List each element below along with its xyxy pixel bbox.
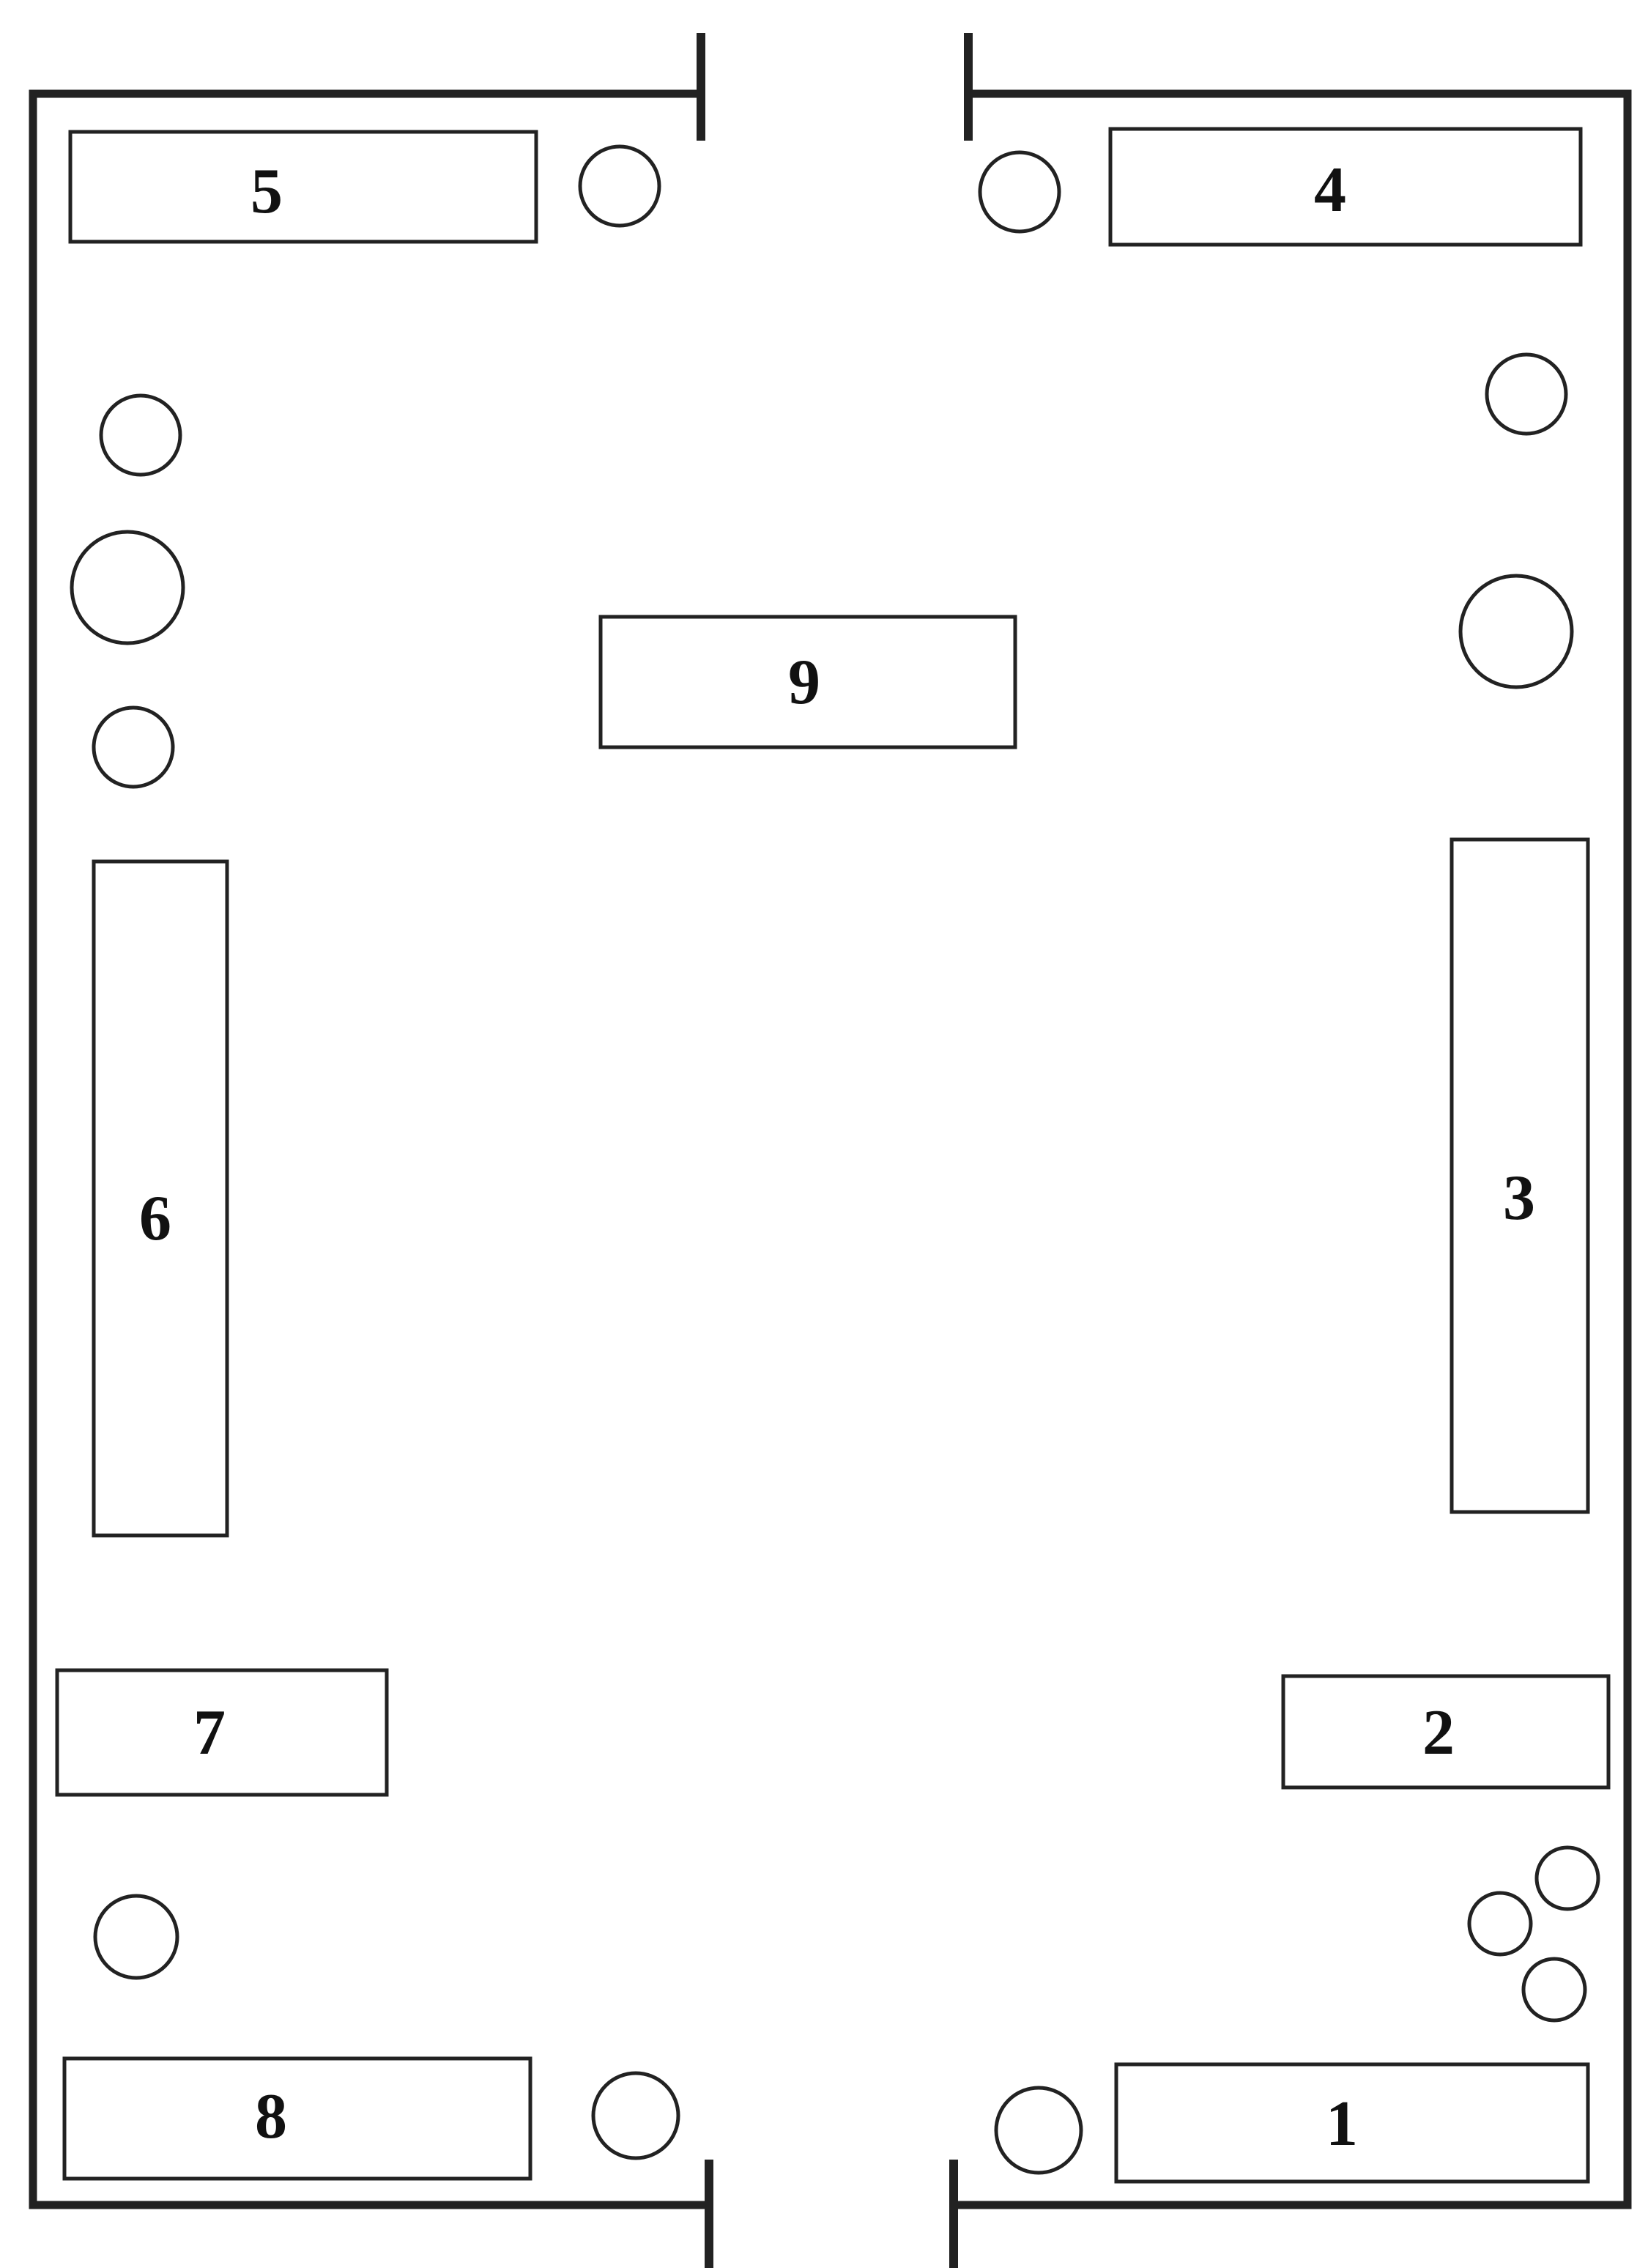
tables: 1 2 3 4 5 6 7 8 [55, 127, 1611, 2184]
table-9[interactable]: 9 [598, 615, 1017, 749]
table-1-shape [1114, 2062, 1590, 2184]
table-1-label: 1 [1326, 2089, 1358, 2160]
table-6[interactable]: 6 [92, 859, 229, 1538]
pillar [99, 393, 182, 477]
table-6-label: 6 [139, 1183, 171, 1254]
table-5-label: 5 [250, 156, 283, 227]
table-9-label: 9 [788, 647, 820, 718]
table-5-shape [68, 130, 538, 244]
table-1[interactable]: 1 [1114, 2062, 1590, 2184]
pillar [92, 705, 175, 789]
pillar [978, 150, 1061, 234]
wall-top-left [29, 89, 713, 2209]
pillar [591, 2071, 680, 2160]
pillar [1534, 1845, 1600, 1911]
pillar [1458, 574, 1574, 689]
pillar [1467, 1891, 1533, 1957]
table-2-label: 2 [1422, 1697, 1455, 1768]
table-8[interactable]: 8 [62, 2056, 532, 2181]
table-7[interactable]: 7 [55, 1668, 389, 1797]
table-7-shape [55, 1668, 389, 1797]
table-7-label: 7 [193, 1697, 226, 1768]
table-3[interactable]: 3 [1450, 837, 1590, 1514]
wall-top-right [949, 89, 1632, 2209]
table-4[interactable]: 4 [1108, 127, 1583, 247]
table-4-shape [1108, 127, 1583, 247]
table-4-label: 4 [1314, 155, 1346, 226]
table-3-shape [1450, 837, 1590, 1514]
walls [29, 33, 1632, 2268]
pillar [994, 2086, 1083, 2175]
pillars [70, 144, 1600, 2175]
table-3-label: 3 [1503, 1163, 1535, 1234]
pillar [70, 530, 185, 645]
table-5[interactable]: 5 [68, 130, 538, 244]
pillar [1485, 352, 1568, 436]
pillar [93, 1894, 179, 1980]
table-8-label: 8 [255, 2081, 287, 2152]
table-6-shape [92, 859, 229, 1538]
table-9-shape [598, 615, 1017, 749]
table-2-shape [1281, 1674, 1611, 1790]
pillar [1521, 1957, 1587, 2023]
pillar [578, 144, 661, 228]
table-2[interactable]: 2 [1281, 1674, 1611, 1790]
table-8-shape [62, 2056, 532, 2181]
